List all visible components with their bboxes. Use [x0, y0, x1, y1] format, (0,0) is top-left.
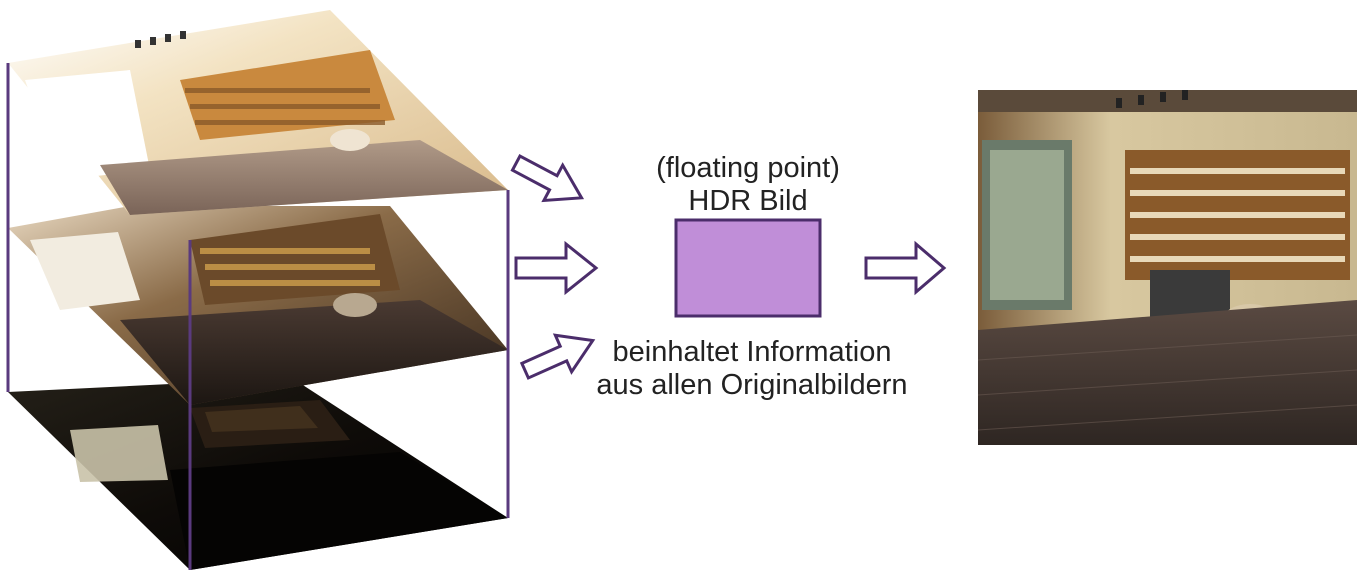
arrow-icon-bottom	[519, 333, 596, 380]
stack-frame	[6, 63, 510, 570]
hdr-image-box	[674, 218, 822, 318]
result-photo	[977, 90, 1358, 445]
arrow-icon-top	[510, 154, 585, 203]
layer-normal-exposure	[8, 206, 508, 405]
arrow-icon-middle	[514, 240, 599, 296]
layer-underexposed	[8, 378, 508, 570]
hdr-caption-line1: (floating point)	[656, 152, 840, 184]
hdr-caption-line2: HDR Bild	[688, 185, 808, 217]
arrow-icon-result	[864, 240, 947, 296]
layer-overexposed	[8, 10, 508, 215]
info-caption-line1: beinhaltet Information	[612, 336, 892, 368]
info-caption-line2: aus allen Originalbildern	[596, 369, 908, 401]
